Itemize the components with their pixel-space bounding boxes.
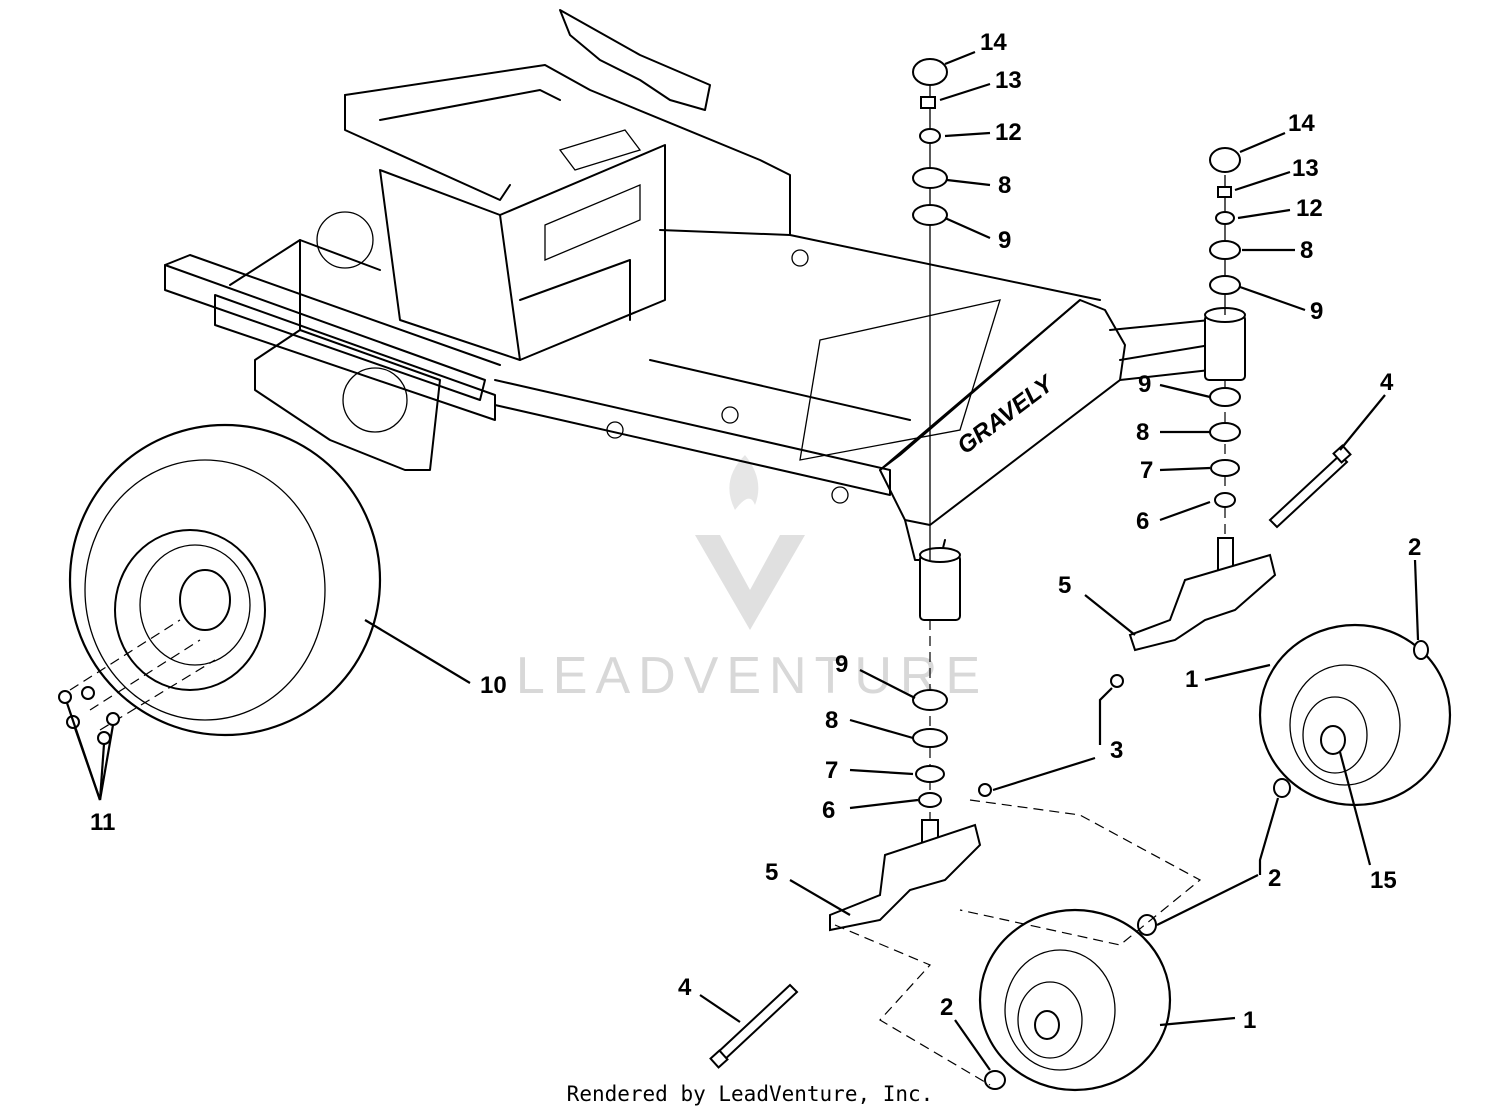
right-caster-stack[interactable] (1128, 147, 1277, 652)
axle-bolts[interactable] (709, 444, 1352, 1069)
callout-4: 4 (678, 974, 692, 1001)
watermark: LEADVENTURE (516, 455, 988, 705)
render-credit: Rendered by LeadVenture, Inc. (566, 1082, 934, 1106)
caster-wheel-right[interactable] (1258, 623, 1452, 807)
callout-14: 14 (1288, 110, 1315, 137)
callout-11: 11 (90, 809, 115, 836)
callout-10: 10 (480, 672, 507, 699)
callout-9: 9 (1138, 371, 1151, 398)
callouts: 14 13 12 8 9 14 13 12 8 9 9 8 7 6 4 2 5 … (90, 29, 1421, 1034)
callout-13: 13 (1292, 155, 1319, 182)
callout-9: 9 (835, 651, 848, 678)
lug-nuts[interactable] (58, 686, 120, 745)
callout-7: 7 (825, 757, 838, 784)
caster-wheel-front[interactable] (978, 674, 1291, 1092)
callout-3: 3 (1110, 737, 1123, 764)
leader-lines (65, 50, 1420, 1071)
callout-6: 6 (1136, 508, 1149, 535)
callout-8: 8 (998, 172, 1011, 199)
callout-13: 13 (995, 67, 1022, 94)
callout-12: 12 (1296, 195, 1323, 222)
callout-2: 2 (1408, 534, 1421, 561)
callout-7: 7 (1140, 457, 1153, 484)
watermark-flame-icon (729, 455, 759, 510)
callout-1: 1 (1185, 666, 1198, 693)
callout-9: 9 (1310, 298, 1323, 325)
callout-8: 8 (1136, 419, 1149, 446)
frame-brand-label: GRAVELY (952, 369, 1060, 459)
watermark-v-icon (695, 535, 805, 630)
callout-8: 8 (825, 707, 838, 734)
left-caster-stack[interactable] (829, 58, 982, 932)
callout-14: 14 (980, 29, 1007, 56)
callout-9: 9 (998, 227, 1011, 254)
callout-5: 5 (765, 859, 778, 886)
callout-12: 12 (995, 119, 1022, 146)
callout-15: 15 (1370, 867, 1397, 894)
watermark-text: LEADVENTURE (516, 647, 988, 705)
callout-6: 6 (822, 797, 835, 824)
callout-4: 4 (1380, 369, 1394, 396)
callout-2: 2 (1268, 865, 1281, 892)
callout-1: 1 (1243, 1007, 1256, 1034)
assembly-dash-lines (834, 799, 1202, 1086)
callout-5: 5 (1058, 572, 1071, 599)
callout-8: 8 (1300, 237, 1313, 264)
drive-wheel[interactable] (68, 423, 382, 737)
callout-2: 2 (940, 994, 953, 1021)
